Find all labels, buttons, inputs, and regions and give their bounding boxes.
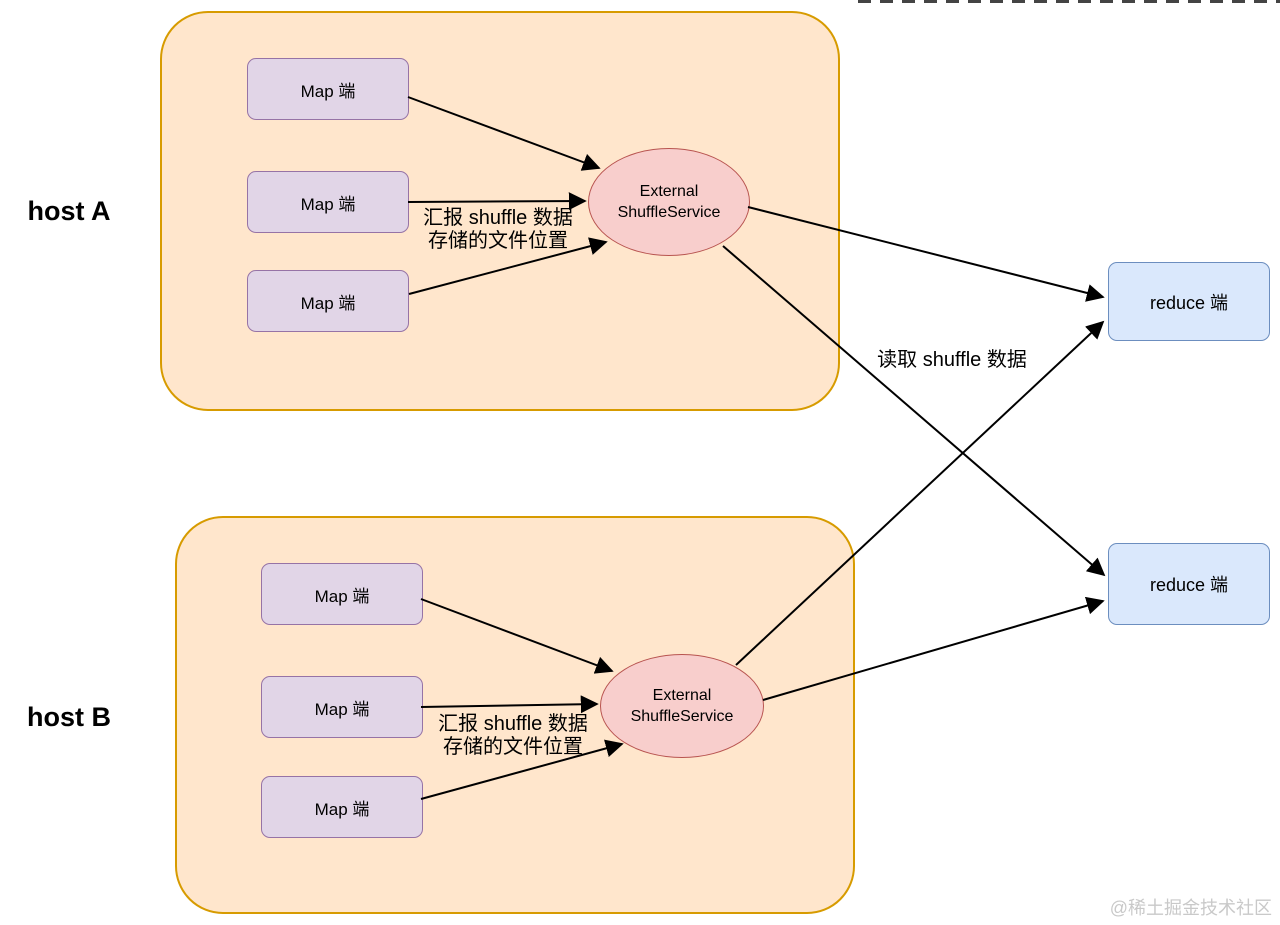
report-note-b-line1: 汇报 shuffle 数据	[438, 713, 588, 735]
report-shuffle-note-b: 汇报 shuffle 数据 存储的文件位置	[423, 713, 603, 759]
map-node-b3: Map 端	[261, 776, 423, 838]
read-shuffle-note: 读取 shuffle 数据	[877, 349, 1027, 371]
report-note-b-line2: 存储的文件位置	[443, 736, 583, 758]
map-node-b1: Map 端	[261, 563, 423, 625]
service-b-line1: External	[652, 687, 712, 704]
report-note-a-line2: 存储的文件位置	[428, 230, 568, 252]
map-node-a1: Map 端	[247, 58, 409, 120]
host-a-label: host A	[27, 196, 111, 226]
external-shuffle-service-b: External ShuffleService	[600, 654, 764, 758]
reduce-node-2: reduce 端	[1108, 543, 1270, 625]
reduce-node-1: reduce 端	[1108, 262, 1270, 341]
service-a-line1: External	[639, 183, 699, 200]
service-b-line2: ShuffleService	[630, 708, 734, 725]
map-node-a3: Map 端	[247, 270, 409, 332]
external-shuffle-service-a: External ShuffleService	[588, 148, 750, 256]
service-a-line2: ShuffleService	[617, 204, 721, 221]
report-note-a-line1: 汇报 shuffle 数据	[423, 207, 573, 229]
report-shuffle-note-a: 汇报 shuffle 数据 存储的文件位置	[408, 207, 588, 253]
map-node-a2: Map 端	[247, 171, 409, 233]
host-b-label: host B	[27, 702, 111, 732]
watermark: @稀土掘金技术社区	[1109, 898, 1272, 918]
map-node-b2: Map 端	[261, 676, 423, 738]
